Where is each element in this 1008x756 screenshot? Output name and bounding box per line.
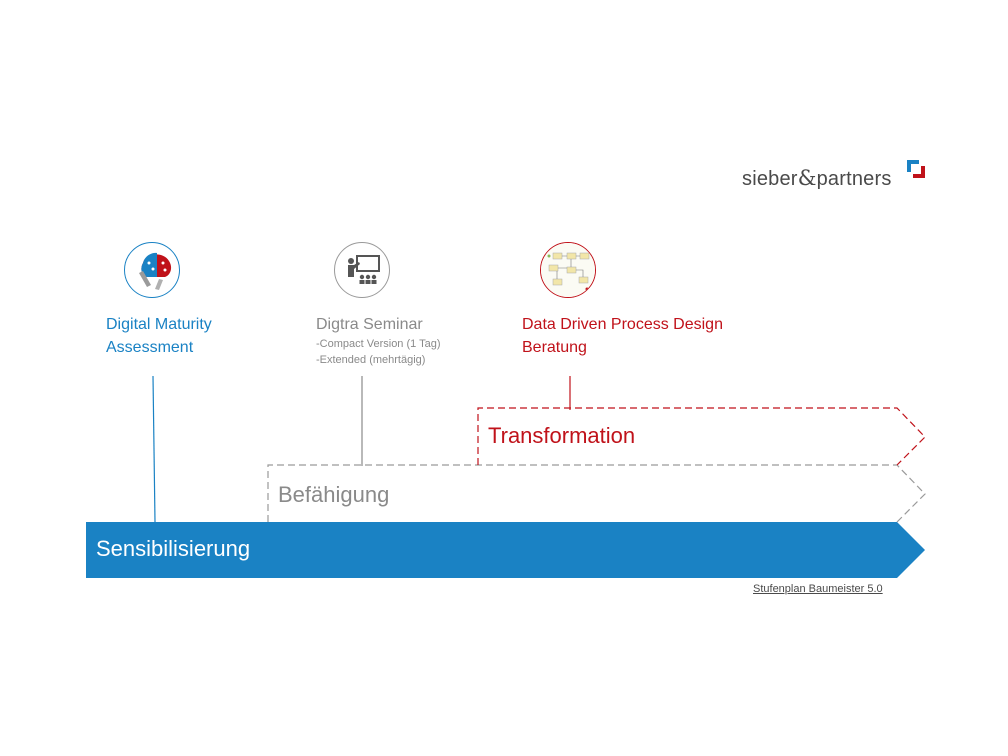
milestone-beratung-title-line1: Data Driven Process Design — [522, 316, 723, 333]
footer-link-stufenplan[interactable]: Stufenplan Baumeister 5.0 — [753, 583, 883, 595]
milestone-assessment-title-line1: Digital Maturity — [106, 316, 212, 333]
milestone-beratung-title-line2: Beratung — [522, 339, 587, 356]
milestone-seminar-sub1: -Compact Version (1 Tag) — [316, 338, 441, 350]
milestone-seminar-sub2: -Extended (mehrtägig) — [316, 354, 426, 366]
logo-mark-icon — [907, 160, 925, 178]
milestone-assessment-title: Digital Maturity Assessment — [106, 313, 212, 359]
company-logo: sieber&partners — [742, 158, 932, 198]
milestone-assessment-title-line2: Assessment — [106, 339, 194, 356]
process-diagram-icon — [540, 242, 596, 298]
sensibilisierung-arrow — [86, 522, 925, 578]
logo-text-left: sieber — [742, 168, 798, 190]
logo-ampersand: & — [797, 166, 817, 190]
stage-label-befaehigung: Befähigung — [278, 482, 390, 507]
milestone-seminar-title: Digtra Seminar — [316, 316, 423, 333]
milestone-seminar-text: Digtra Seminar -Compact Version (1 Tag) … — [316, 313, 441, 368]
logo-wordmark: sieber&partners — [742, 166, 892, 191]
stage-label-sensibilisierung: Sensibilisierung — [96, 536, 251, 561]
transformation-arrow — [477, 407, 926, 466]
milestone-beratung-title: Data Driven Process Design Beratung — [522, 313, 723, 359]
brain-icon — [124, 242, 180, 298]
stage-label-transformation: Transformation — [488, 423, 636, 448]
presentation-icon — [334, 242, 390, 298]
connector-line-assessment — [152, 375, 156, 523]
logo-text-right: partners — [816, 168, 892, 190]
